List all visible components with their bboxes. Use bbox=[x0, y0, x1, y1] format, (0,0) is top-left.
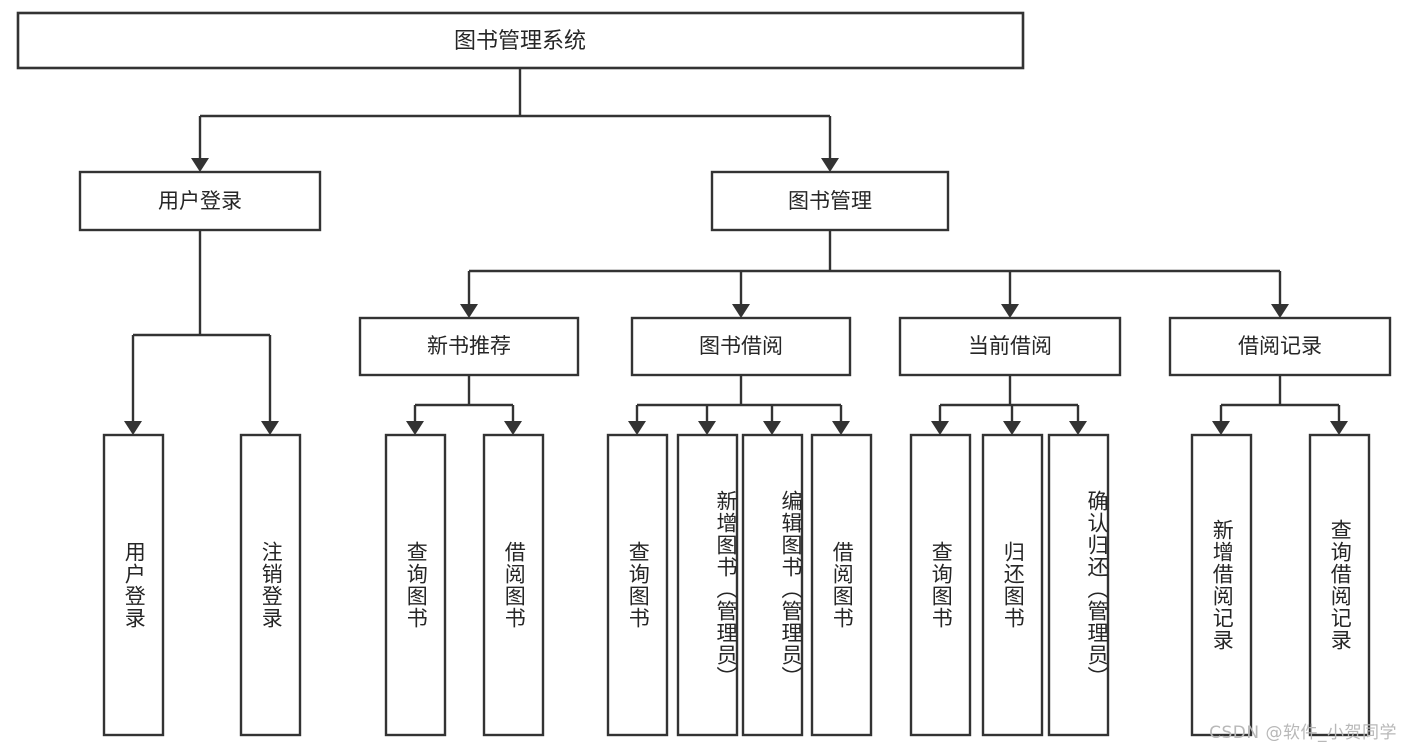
user-login-box bbox=[78, 170, 322, 232]
leaf-box-query-book-2[interactable] bbox=[606, 433, 669, 737]
arrowhead-user-login bbox=[191, 158, 209, 172]
node-root-book-management-system[interactable]: 图书管理系统 bbox=[16, 11, 1025, 70]
arrowhead-book-borrow bbox=[732, 304, 750, 318]
connector-layer bbox=[124, 68, 1348, 435]
arrowhead-leaf-query-book-3 bbox=[931, 421, 949, 435]
new-book-recommendation-box bbox=[358, 316, 580, 377]
arrowhead-book-mgmt bbox=[821, 158, 839, 172]
root-label: 图书管理系统 bbox=[454, 29, 586, 54]
book-borrowing-label: 图书借阅 bbox=[699, 334, 783, 358]
node-book-management[interactable]: 图书管理 bbox=[710, 170, 950, 232]
leaf-box-logout[interactable] bbox=[239, 433, 302, 737]
leaf-box-add-borrow-record[interactable] bbox=[1190, 433, 1253, 737]
leaf-box-query-book-3[interactable] bbox=[909, 433, 972, 737]
leaf-box-query-borrow-record[interactable] bbox=[1308, 433, 1371, 737]
node-borrowing-record[interactable]: 借阅记录 bbox=[1168, 316, 1392, 377]
leaf-box-add-book[interactable] bbox=[676, 433, 739, 737]
leaf-box-confirm-return[interactable] bbox=[1047, 433, 1110, 737]
arrowhead-new-book-rec bbox=[460, 304, 478, 318]
arrowhead-leaf-edit-book bbox=[763, 421, 781, 435]
borrowing-record-label: 借阅记录 bbox=[1238, 334, 1322, 358]
arrowhead-leaf-query-book-2 bbox=[628, 421, 646, 435]
leaf-box-borrow-book-1[interactable] bbox=[482, 433, 545, 737]
current-borrowing-label: 当前借阅 bbox=[968, 334, 1052, 358]
book-management-box bbox=[710, 170, 950, 232]
arrowhead-leaf-query-book-1 bbox=[406, 421, 424, 435]
user-login-label: 用户登录 bbox=[158, 189, 242, 213]
borrowing-record-box bbox=[1168, 316, 1392, 377]
arrowhead-leaf-add-book bbox=[698, 421, 716, 435]
csdn-watermark: CSDN @软件_小贺同学 bbox=[1209, 723, 1397, 743]
current-borrowing-box bbox=[898, 316, 1122, 377]
leaf-box-user-login[interactable] bbox=[102, 433, 165, 737]
node-book-borrowing[interactable]: 图书借阅 bbox=[630, 316, 852, 377]
arrowhead-current-borrow bbox=[1001, 304, 1019, 318]
arrowhead-borrow-record bbox=[1271, 304, 1289, 318]
arrowhead-leaf-borrow-book-2 bbox=[832, 421, 850, 435]
leaf-box-borrow-book-2[interactable] bbox=[810, 433, 873, 737]
new-book-recommendation-label: 新书推荐 bbox=[427, 334, 511, 358]
root-box bbox=[16, 11, 1025, 70]
arrowhead-leaf-logout bbox=[261, 421, 279, 435]
node-user-login[interactable]: 用户登录 bbox=[78, 170, 322, 232]
leaf-box-query-book-1[interactable] bbox=[384, 433, 447, 737]
leaf-box-return-book[interactable] bbox=[981, 433, 1044, 737]
arrowhead-leaf-confirm-return bbox=[1069, 421, 1087, 435]
book-management-label: 图书管理 bbox=[788, 189, 872, 213]
book-borrowing-box bbox=[630, 316, 852, 377]
node-current-borrowing[interactable]: 当前借阅 bbox=[898, 316, 1122, 377]
leaf-box-edit-book[interactable] bbox=[741, 433, 804, 737]
arrowhead-leaf-return-book bbox=[1003, 421, 1021, 435]
arrowhead-leaf-borrow-book-1 bbox=[504, 421, 522, 435]
arrowhead-leaf-add-record bbox=[1212, 421, 1230, 435]
arrowhead-leaf-query-record bbox=[1330, 421, 1348, 435]
arrowhead-leaf-user-login bbox=[124, 421, 142, 435]
leaf-box-layer bbox=[102, 433, 1371, 737]
node-new-book-recommendation[interactable]: 新书推荐 bbox=[358, 316, 580, 377]
